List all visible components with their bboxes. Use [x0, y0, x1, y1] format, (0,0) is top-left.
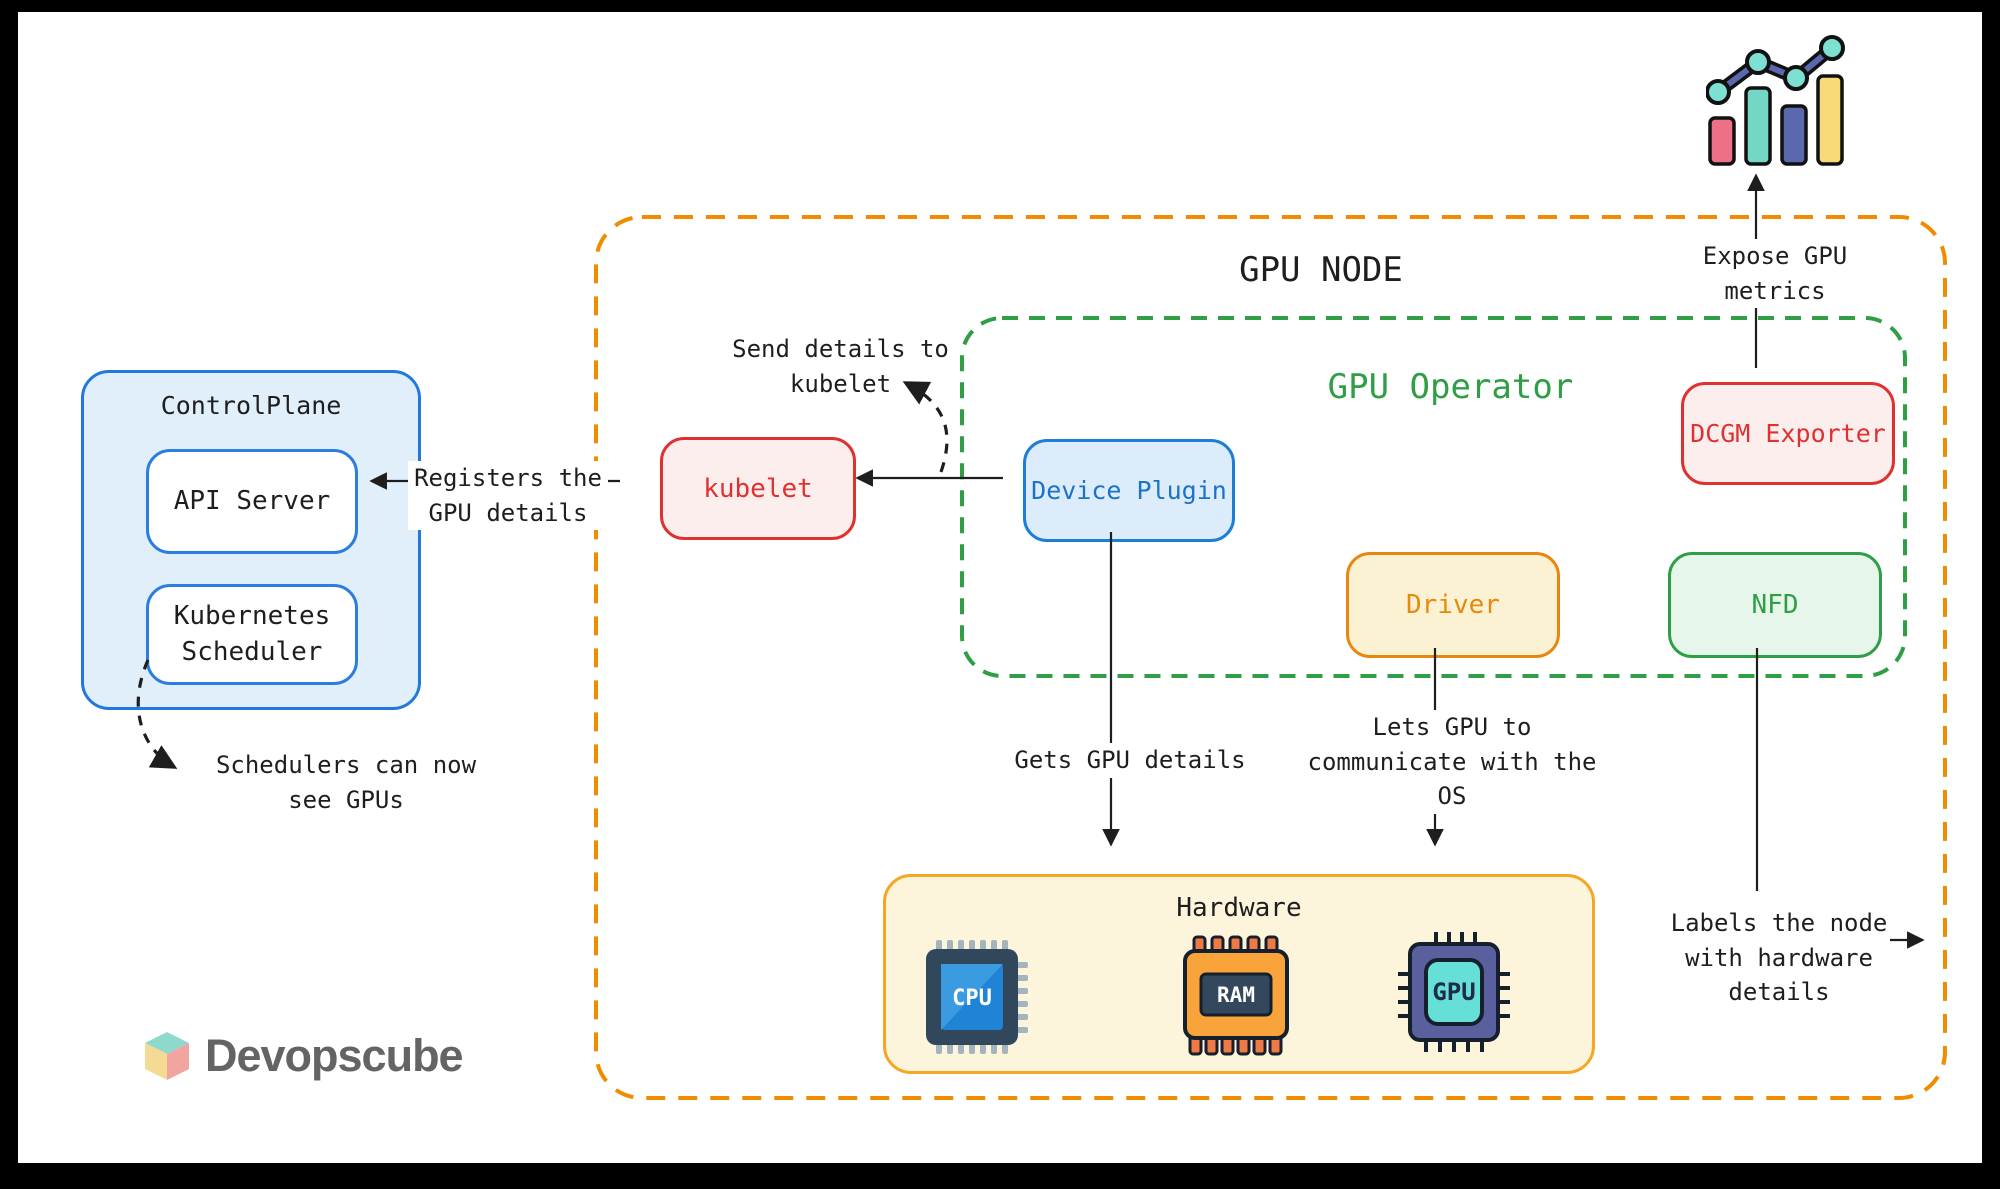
note-labels-node-hardware: Labels the node with hardware details	[1668, 906, 1890, 1010]
control-plane-title: ControlPlane	[160, 391, 342, 420]
driver-box: Driver	[1346, 552, 1560, 658]
nfd-label: NFD	[1751, 590, 1799, 620]
metrics-chart-icon	[1706, 35, 1845, 166]
api-server-box: API Server	[146, 449, 358, 554]
kubernetes-scheduler-box: Kubernetes Scheduler	[146, 584, 358, 685]
kubelet-label: kubelet	[703, 473, 813, 504]
devopscube-logo-text: Devopscube	[205, 1030, 464, 1081]
gpu-node-title: GPU NODE	[1239, 250, 1403, 290]
note-send-details-to-kubelet: Send details to kubelet	[732, 335, 949, 398]
kubernetes-scheduler-label: Kubernetes Scheduler	[173, 601, 331, 667]
dcgm-exporter-label: DCGM Exporter	[1690, 419, 1886, 448]
dashed-containers	[594, 215, 1947, 1100]
hardware-title: Hardware	[1176, 893, 1302, 923]
note-lets-gpu-communicate-os: Lets GPU to communicate with the OS	[1298, 710, 1606, 814]
note-gets-gpu-details: Gets GPU details	[1006, 743, 1254, 778]
gpu-chip-label: GPU	[1432, 978, 1475, 1006]
gpu-node-dashed-border	[594, 215, 1947, 1100]
dcgm-exporter-box: DCGM Exporter	[1681, 382, 1895, 485]
devopscube-logo: Devopscube	[143, 1030, 464, 1082]
note-expose-gpu-metrics: Expose GPU metrics	[1679, 239, 1871, 309]
diagram-background: ControlPlane API Server Kubernetes Sched…	[18, 12, 1982, 1163]
device-plugin-label: Device Plugin	[1031, 476, 1227, 505]
ram-chip-label: RAM	[1217, 983, 1255, 1007]
device-plugin-box: Device Plugin	[1023, 439, 1235, 542]
note-registers-gpu-details: Registers the GPU details	[408, 461, 608, 531]
cpu-chip-label: CPU	[952, 986, 992, 1011]
kubelet-box: kubelet	[660, 437, 856, 540]
api-server-label: API Server	[173, 485, 331, 516]
driver-label: Driver	[1406, 590, 1500, 620]
note-schedulers-can-see-gpus: Schedulers can now see GPUs	[215, 751, 477, 814]
gpu-operator-title: GPU Operator	[1327, 367, 1574, 407]
cpu-chip-icon: CPU	[926, 940, 1028, 1054]
nfd-box: NFD	[1668, 552, 1882, 658]
isometric-cube-icon	[145, 1032, 189, 1080]
gpu-chip-icon: GPU	[1398, 932, 1510, 1052]
ram-chip-icon: RAM	[1183, 935, 1289, 1056]
gpu-operator-dashed-border	[960, 316, 1907, 678]
